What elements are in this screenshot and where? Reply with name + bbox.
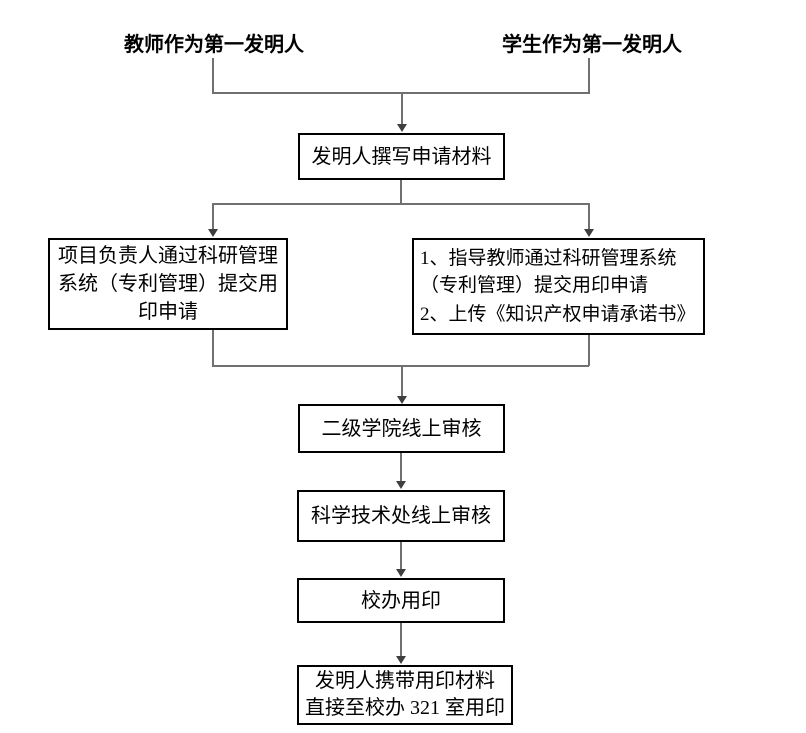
node-label-line: 印申请 (138, 301, 198, 323)
node-label-line: 2、上传《知识产权申请承诺书》 (420, 304, 696, 325)
connector-split-left-drop (212, 203, 214, 230)
node-label-line: 1、指导教师通过科研管理系统 (420, 248, 677, 269)
node-label: 校办用印 (361, 589, 441, 612)
connector-line (400, 542, 402, 570)
connector-split-horizontal-line (212, 203, 589, 205)
connector-top-center-stem (401, 92, 403, 125)
node-label: 发明人撰写申请材料 (311, 145, 492, 168)
connector-line (400, 623, 402, 657)
connector-merge-center-stem (401, 365, 403, 397)
connector-merge-left-stem (212, 330, 214, 366)
node-label-line: 项目负责人通过科研管理 (58, 245, 278, 267)
node-bring-materials-room-321: 发明人携带用印材料 直接至校办 321 室用印 (297, 665, 513, 725)
connector-student-drop-line (588, 58, 590, 93)
connector-teacher-drop-line (212, 58, 214, 93)
node-label-line: 直接至校办 321 室用印 (305, 697, 505, 719)
connector-merge-horizontal-line (212, 365, 589, 367)
node-school-office-seal: 校办用印 (297, 578, 505, 623)
node-project-leader-submit: 项目负责人通过科研管理 系统（专利管理）提交用 印申请 (48, 238, 288, 330)
arrow-down-icon (397, 124, 407, 132)
label-teacher-first-inventor: 教师作为第一发明人 (124, 34, 304, 56)
node-label: 科学技术处线上审核 (311, 505, 491, 527)
node-advisor-submit: 1、指导教师通过科研管理系统 （专利管理）提交用印申请 2、上传《知识产权申请承… (412, 238, 705, 335)
connector-split-stem (400, 180, 402, 204)
node-college-online-review: 二级学院线上审核 (298, 404, 505, 453)
node-label-line: （专利管理）提交用印申请 (420, 275, 649, 296)
arrow-down-icon (584, 229, 594, 237)
node-sci-tech-online-review: 科学技术处线上审核 (297, 490, 505, 542)
arrow-down-icon (396, 481, 406, 489)
connector-split-right-drop (588, 203, 590, 230)
node-label-line: 系统（专利管理）提交用 (58, 273, 278, 295)
connector-line (400, 453, 402, 482)
arrow-down-icon (396, 656, 406, 664)
arrow-down-icon (208, 229, 218, 237)
connector-merge-right-stem (588, 335, 590, 366)
node-label-line: 发明人携带用印材料 (315, 670, 495, 692)
arrow-down-icon (396, 569, 406, 577)
arrow-down-icon (397, 396, 407, 404)
label-student-first-inventor: 学生作为第一发明人 (502, 34, 682, 56)
node-write-application-materials: 发明人撰写申请材料 (298, 133, 505, 180)
node-label: 二级学院线上审核 (321, 417, 482, 440)
